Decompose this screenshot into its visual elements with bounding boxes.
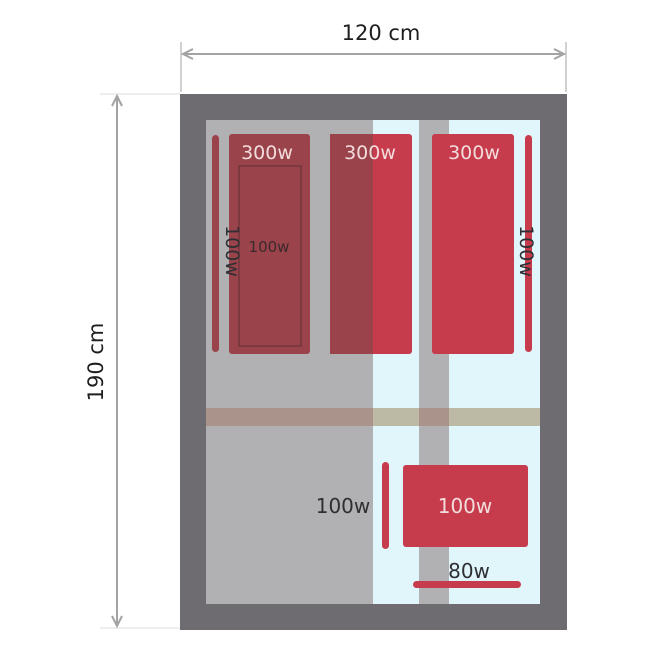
label-inner-left-panel: 100w (249, 238, 290, 256)
heater-panel-top-left (229, 134, 310, 354)
width-dimension: 120 cm (180, 21, 567, 92)
label-top-middle-panel: 300w (344, 142, 396, 164)
label-bottom-panel: 100w (438, 494, 493, 518)
bench-shaded-center (419, 408, 449, 426)
label-top-right-panel: 300w (448, 142, 500, 164)
height-arrow-top (111, 93, 123, 107)
heater-panel-bottom (403, 465, 528, 547)
width-arrow-left (180, 48, 194, 60)
height-label: 190 cm (84, 323, 108, 402)
label-bottom-vertical-strip: 100w (316, 494, 371, 518)
heater-panel-top-right (432, 134, 514, 354)
height-dimension: 190 cm (84, 93, 180, 629)
heater-strip-bottom-vertical (382, 462, 389, 549)
heater-panel-inner-left (238, 165, 302, 347)
label-left-strip: 100w (221, 225, 243, 277)
heater-strip-bottom-horizontal (413, 581, 521, 588)
label-bottom-horizontal-strip: 80w (448, 559, 490, 583)
label-top-left-panel: 300w (241, 142, 293, 164)
width-arrow-right (553, 48, 567, 60)
heater-strip-right (525, 135, 532, 352)
width-label: 120 cm (342, 21, 421, 45)
label-right-strip: 100w (515, 225, 537, 277)
heater-panel-top-middle-shade (330, 134, 373, 354)
bench-shaded-left (206, 408, 373, 426)
height-arrow-bottom (111, 615, 123, 629)
heater-strip-left (212, 135, 219, 352)
